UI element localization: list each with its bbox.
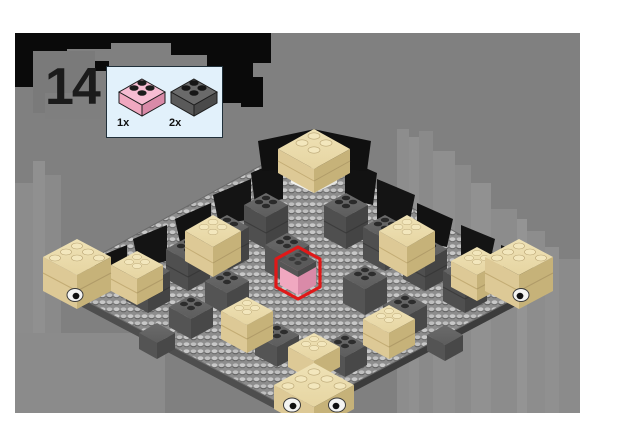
tan-structures	[110, 215, 504, 359]
bottom-center-face	[274, 333, 354, 413]
callout-quantity-dark-gray: 2x	[169, 117, 182, 129]
left-corner-creature	[42, 239, 112, 309]
brick-2x2-dark-gray-icon	[169, 78, 219, 117]
step-number: 14	[45, 58, 101, 116]
build-scene: 14 1x	[15, 33, 580, 413]
build-model	[42, 129, 554, 413]
callout-quantity-pink: 1x	[117, 117, 130, 129]
brick-2x2-pink-icon	[117, 78, 167, 117]
callout-part-brick-2x2-dark-gray: 2x	[167, 75, 221, 129]
top-center-structure	[277, 129, 351, 193]
highlighted-pink-brick	[274, 245, 322, 301]
right-corner-creature	[484, 239, 554, 309]
parts-callout-box: 1x 2x	[106, 66, 223, 138]
callout-part-brick-2x2-pink: 1x	[115, 75, 169, 129]
